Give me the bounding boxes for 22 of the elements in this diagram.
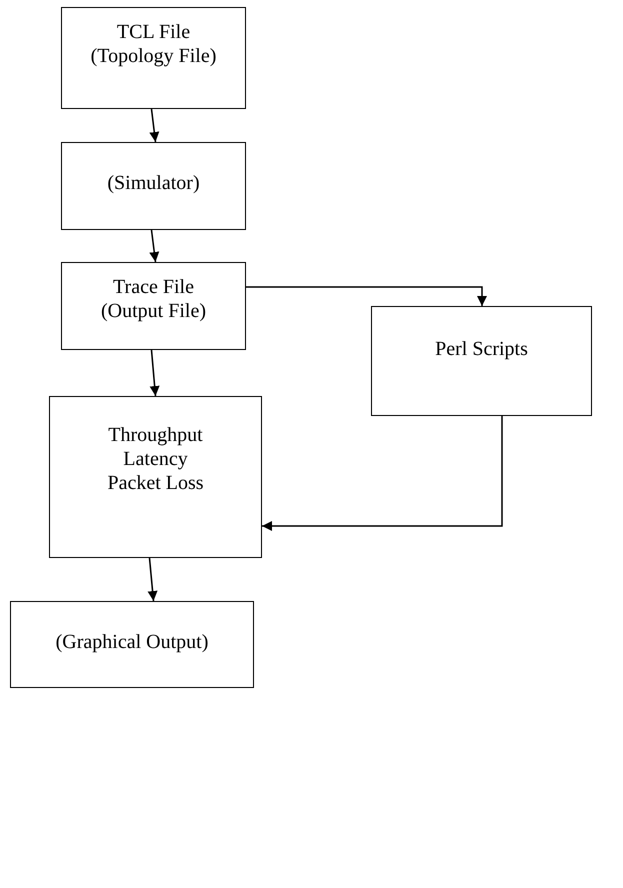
arrow: [149, 108, 160, 142]
process-box: [371, 306, 592, 416]
process-box: [61, 262, 246, 350]
process-box: [10, 601, 254, 688]
box-label: (Output File): [101, 299, 206, 323]
arrow: [262, 416, 503, 531]
box-label: (Graphical Output): [56, 630, 208, 654]
process-box: [49, 396, 262, 558]
box-label: Perl Scripts: [435, 337, 528, 361]
arrow: [150, 350, 160, 396]
arrow: [246, 286, 487, 306]
box-label: Packet Loss: [107, 471, 204, 495]
box-label: TCL File: [116, 20, 190, 44]
box-label: Latency: [123, 447, 188, 471]
process-box: [61, 142, 246, 230]
process-box: [61, 7, 246, 109]
box-label: Trace File: [113, 275, 194, 299]
box-label: Throughput: [108, 423, 203, 447]
box-label: (Topology File): [90, 44, 216, 68]
box-label: (Simulator): [107, 171, 200, 195]
arrow: [148, 558, 158, 602]
arrow: [149, 230, 160, 262]
